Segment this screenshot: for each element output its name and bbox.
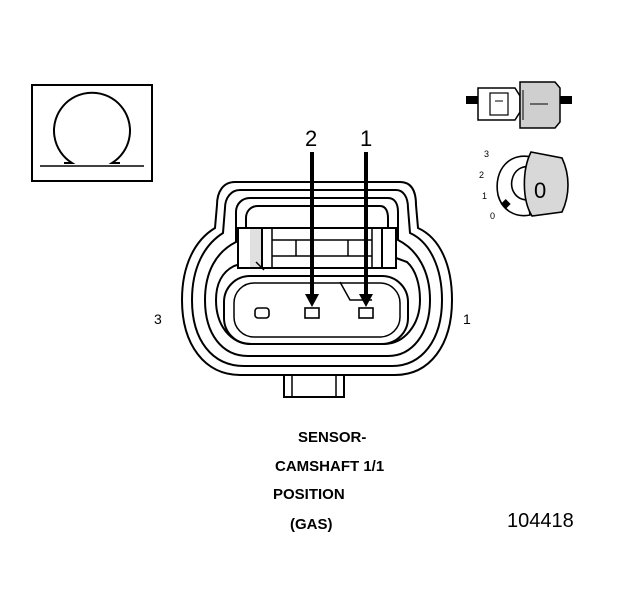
connector-side-view-icon (466, 81, 572, 129)
title-line-3: POSITION (273, 486, 345, 503)
terminal-2 (304, 307, 320, 319)
lock-letter: 0 (534, 178, 546, 203)
figure-number: 104418 (507, 510, 574, 532)
cavity-label-right: 1 (463, 311, 471, 327)
lock-scale-1: 1 (482, 191, 487, 201)
connector-face (180, 181, 454, 398)
title-line-1: SENSOR- (298, 429, 366, 446)
arrow-label-1: 1 (360, 126, 372, 151)
terminal-arrows: 2 1 (305, 126, 373, 307)
terminal-3 (254, 307, 270, 319)
terminal-1 (358, 307, 374, 319)
cavity-label-left: 3 (154, 311, 162, 327)
omega-symbol-icon (31, 84, 153, 182)
lock-scale-3: 3 (484, 149, 489, 159)
lock-position-indicator: 3 2 1 0 0 (479, 149, 569, 221)
arrow-label-2: 2 (305, 126, 317, 151)
lock-scale-0: 0 (490, 211, 495, 221)
lock-scale-2: 2 (479, 170, 484, 180)
title-line-4: (GAS) (290, 516, 333, 533)
connector-title: SENSOR- CAMSHAFT 1/1 POSITION (GAS) (273, 429, 384, 533)
title-line-2: CAMSHAFT 1/1 (275, 458, 384, 475)
